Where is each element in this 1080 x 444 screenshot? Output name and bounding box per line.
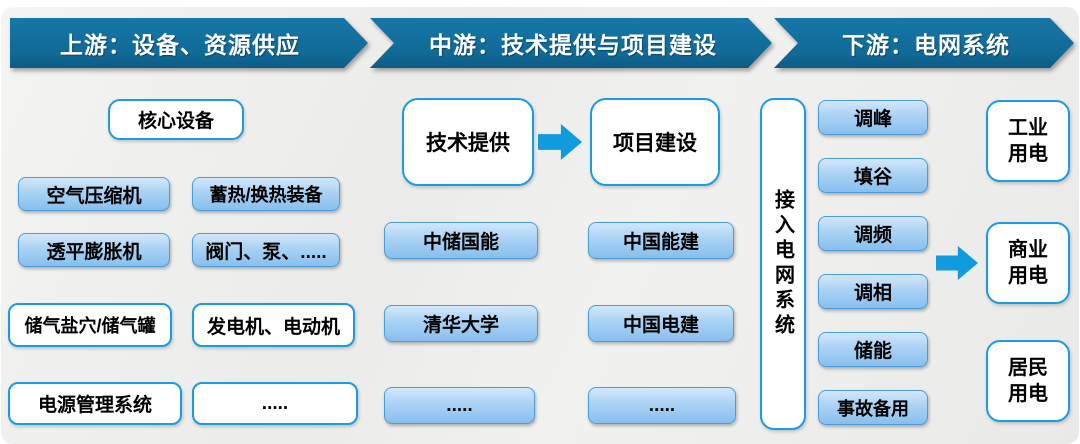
banner-downstream: 下游：电网系统 [774,18,1074,68]
upstream-core-item-heat-storage-exchange: 蓄热/换热装备 [192,177,340,211]
downstream-function-energy-storage: 储能 [818,332,928,367]
midstream-company-tsinghua: 清华大学 [384,305,538,342]
downstream-grid-access-box: 接入电网系统 [760,98,806,430]
midstream-tech-more-dots: ..... [384,387,535,424]
downstream-function-emergency-backup: 事故备用 [818,390,928,425]
upstream-core-item-valves-pumps: 阀门、泵、..... [192,233,340,267]
downstream-function-valley-filling: 填谷 [818,158,928,193]
downstream-consumer-commercial: 商业用电 [986,222,1070,304]
upstream-item-power-management: 电源管理系统 [8,382,182,425]
midstream-company-china-energy-engineering: 中国能建 [588,222,734,259]
midstream-company-zhongchu-guoneng: 中储国能 [384,222,538,259]
downstream-consumer-residential: 居民用电 [986,340,1070,422]
upstream-item-more-dots: ..... [192,382,358,425]
downstream-consumer-industrial: 工业用电 [986,100,1070,182]
midstream-company-power-china: 中国电建 [588,305,734,342]
banner-upstream: 上游：设备、资源供应 [10,18,368,68]
upstream-item-salt-cavern-tank: 储气盐穴/储气罐 [8,303,172,347]
upstream-item-generator-motor: 发电机、电动机 [192,303,355,347]
midstream-project-more-dots: ..... [588,387,736,424]
banner-midstream-label: 中游：技术提供与项目建设 [370,18,772,68]
midstream-tech-provision-box: 技术提供 [402,98,534,186]
upstream-core-item-turbo-expander: 透平膨胀机 [18,233,170,267]
banner-midstream: 中游：技术提供与项目建设 [370,18,772,68]
upstream-header-core-equipment: 核心设备 [108,99,244,140]
banner-upstream-label: 上游：设备、资源供应 [10,18,368,68]
downstream-function-frequency-regulation: 调频 [818,216,928,251]
banner-downstream-label: 下游：电网系统 [774,18,1074,68]
midstream-project-construction-box: 项目建设 [590,98,720,186]
downstream-function-peak-shaving: 调峰 [818,100,928,135]
upstream-core-item-air-compressor: 空气压缩机 [18,177,170,211]
downstream-function-phase-modulation: 调相 [818,274,928,309]
